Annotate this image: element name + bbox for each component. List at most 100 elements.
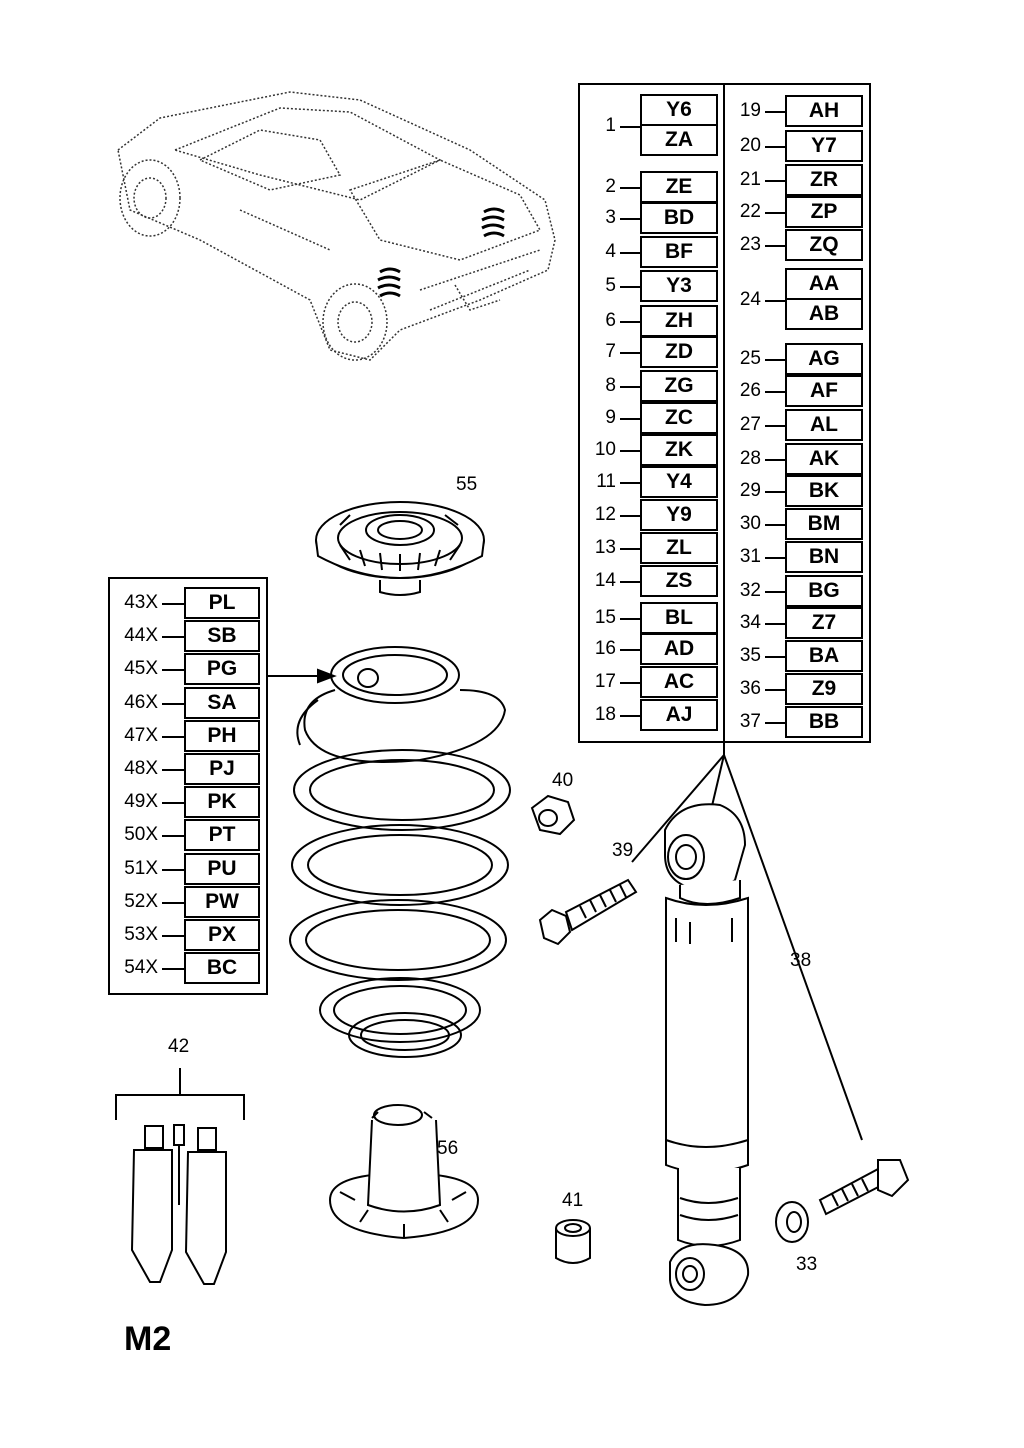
shock-right-leader-tick <box>765 524 785 526</box>
shock-left-row: 12 Y9 <box>582 499 722 531</box>
nut-40 <box>530 794 576 836</box>
shock-right-item-number: 35 <box>739 645 761 666</box>
shock-left-code-box: ZE <box>640 171 718 203</box>
shock-left-code-box: ZC <box>640 402 718 434</box>
shock-right-item-number: 30 <box>739 513 761 534</box>
callout-40: 40 <box>552 770 574 791</box>
spring-leader-tick <box>162 901 184 904</box>
bolt-38 <box>818 1159 910 1216</box>
shock-right-code-box: BG <box>785 575 863 607</box>
shock-right-item-number: 37 <box>739 711 761 732</box>
bolt-39 <box>538 878 638 946</box>
shock-right-leader-tick <box>765 391 785 393</box>
shock-right-code-box: AA <box>785 268 863 300</box>
spring-leader-tick <box>162 669 184 672</box>
page-code: M2 <box>124 1320 172 1358</box>
shock-left-leader-tick <box>620 482 640 484</box>
shock-left-leader-tick <box>620 548 640 550</box>
table-leader-lines <box>631 742 863 1141</box>
spring-item-number: 48X <box>124 758 158 779</box>
shock-right-code-box: BB <box>785 706 863 738</box>
shock-left-leader-tick <box>620 450 640 452</box>
shock-left-code-box: Y3 <box>640 270 718 302</box>
shock-left-code-box: ZS <box>640 565 718 597</box>
shock-right-item-number: 25 <box>739 348 761 369</box>
shock-left-leader-tick <box>620 386 640 388</box>
callout-55: 55 <box>456 474 478 495</box>
spring-row: 49X PK <box>112 786 264 819</box>
shock-left-code-box: AC <box>640 666 718 698</box>
bump-stop-56 <box>328 1104 480 1240</box>
spring-item-number: 44X <box>124 625 158 647</box>
shock-right-item-number: 24 <box>739 289 761 310</box>
callout-41: 41 <box>562 1190 584 1211</box>
shock-right-row: 35 BA <box>727 640 867 672</box>
shock-right-leader-tick <box>765 180 785 182</box>
spring-item-number: 43X <box>124 592 158 613</box>
shock-right-code-box: AL <box>785 409 863 441</box>
shock-left-item-number: 9 <box>605 407 616 428</box>
shock-left-code-box: Y9 <box>640 499 718 531</box>
shock-right-code-box: AF <box>785 375 863 407</box>
bushing-41 <box>555 1219 591 1264</box>
spring-item-number: 49X <box>124 791 158 813</box>
upper-spring-seat-55 <box>315 501 485 596</box>
spring-leader-tick <box>162 702 184 705</box>
coil-spring-illustration <box>289 646 511 1058</box>
shock-left-item-number: 12 <box>594 504 616 525</box>
shock-right-code-box: BN <box>785 541 863 573</box>
shock-left-leader-tick <box>620 126 640 128</box>
spring-item-number: 45X <box>124 658 158 680</box>
shock-right-item-number: 31 <box>739 546 761 567</box>
spring-item-number: 47X <box>124 724 158 746</box>
shock-right-code-box: Z7 <box>785 607 863 639</box>
spring-leader-tick <box>162 603 184 605</box>
shock-right-item-number: 36 <box>739 678 761 699</box>
shock-left-leader-tick <box>620 286 640 288</box>
shock-left-leader-tick <box>620 252 640 254</box>
shock-left-code-box: Y6 <box>640 94 718 126</box>
shock-right-item-number: 20 <box>739 135 761 156</box>
shock-right-item-number: 34 <box>739 612 761 633</box>
spring-item-number: 54X <box>124 957 158 979</box>
spring-code-box: PK <box>184 786 260 819</box>
shock-left-leader-tick <box>620 515 640 517</box>
spring-leader-tick <box>162 769 184 771</box>
shock-right-item-number: 21 <box>739 169 761 190</box>
shock-right-row: 37 BB <box>727 706 867 738</box>
shock-right-code-box: BM <box>785 508 863 540</box>
car-outline-illustration <box>117 91 556 361</box>
shock-right-row: 34 Z7 <box>727 607 867 639</box>
shock-right-row: 31 BN <box>727 541 867 573</box>
shock-right-leader-tick <box>765 656 785 658</box>
callout-56: 56 <box>437 1138 459 1159</box>
shock-right-code-box: BA <box>785 640 863 672</box>
shock-right-leader-tick <box>765 591 785 593</box>
shock-left-item-number: 11 <box>596 471 616 492</box>
spring-item-number: 50X <box>124 824 158 846</box>
shock-left-leader-tick <box>620 715 640 717</box>
spring-code-box: PX <box>184 919 260 951</box>
spring-code-box: SA <box>184 686 260 719</box>
shock-left-code-box: ZA <box>640 124 718 156</box>
